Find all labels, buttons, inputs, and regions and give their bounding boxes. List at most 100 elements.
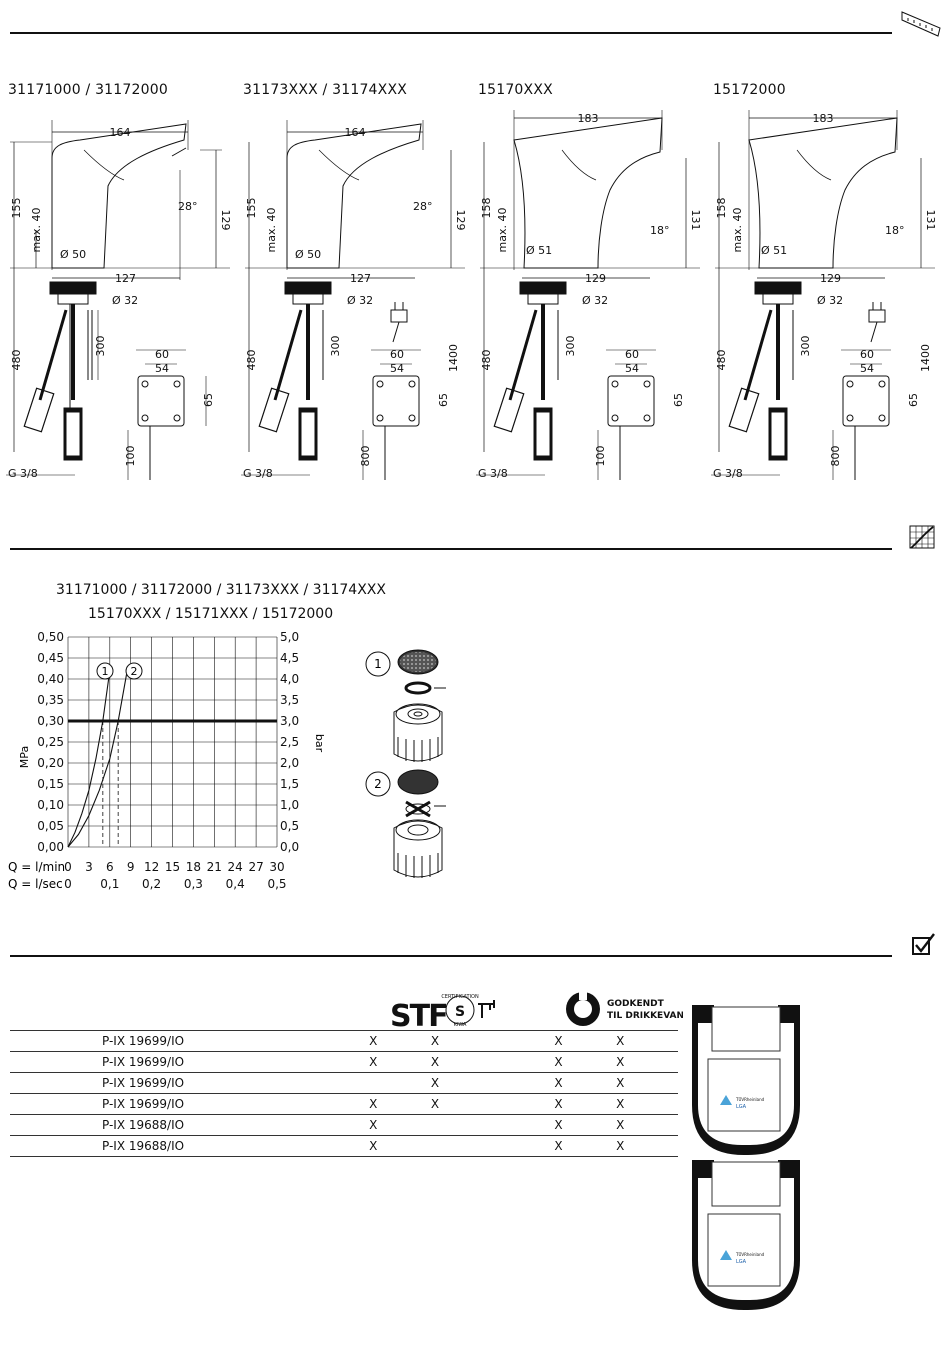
y-tick-left: 0,40	[37, 672, 64, 686]
flow-qmin-label: Q = l/min	[8, 860, 65, 874]
stf-logo: STF	[390, 999, 447, 1032]
approval-mark: X	[430, 1051, 493, 1073]
dim-box-w2: 54	[625, 362, 639, 375]
approval-code: P-IX 19699/IO	[10, 1051, 370, 1073]
y-tick-right: 3,5	[280, 693, 299, 707]
dim-cable: 100	[594, 446, 607, 467]
dim-cable: 100	[124, 446, 137, 467]
dim-pipe: Ø 32	[112, 294, 138, 307]
flow-qsec-label: Q = l/sec	[8, 877, 63, 891]
approval-logos: STF CERTIFICATION S KIWA	[390, 994, 495, 1032]
godkendt-line2: TIL DRIKKEVAND	[607, 1011, 683, 1021]
dim-thread: G 3/8	[478, 467, 508, 480]
approval-mark: X	[616, 1030, 678, 1052]
approval-mark: X	[554, 1135, 617, 1157]
approval-mark: X	[430, 1093, 493, 1115]
svg-text:S: S	[455, 1004, 465, 1020]
dim-right: 129	[219, 210, 232, 231]
y-tick-left: 0,15	[37, 777, 64, 791]
dim-width: 183	[578, 112, 599, 125]
y-tick-left: 0,20	[37, 756, 64, 770]
dim-angle: 18°	[650, 224, 670, 237]
dim-thread: G 3/8	[713, 467, 743, 480]
x-tick: 9	[127, 860, 135, 874]
dim-hose: 480	[715, 350, 728, 371]
aerator-2-marker	[365, 771, 391, 797]
dim-dia: Ø 51	[526, 244, 552, 257]
dim-right: 131	[924, 210, 937, 231]
dim-cable: 800	[359, 446, 372, 467]
drawing-15172000: 183 158 max. 40 Ø 51 129 131 18° 480 300…	[711, 110, 937, 480]
dim-maxh: max. 40	[731, 208, 744, 253]
x-tick-sec: 0,2	[142, 877, 161, 891]
x-tick: 12	[144, 860, 159, 874]
x-tick: 27	[248, 860, 263, 874]
approval-mark: X	[369, 1093, 431, 1115]
dim-reach: 127	[115, 272, 136, 285]
dim-box-w1: 60	[390, 348, 404, 361]
dim-cable: 800	[829, 446, 842, 467]
dim-box-h: 65	[437, 393, 450, 407]
curve-marker-1	[96, 662, 114, 680]
ruler-icon	[901, 11, 941, 37]
curve-marker-2	[125, 662, 143, 680]
dim-plug: 1400	[919, 344, 932, 372]
y-tick-left: 0,25	[37, 735, 64, 749]
dim-box-h: 65	[202, 393, 215, 407]
dim-thread: G 3/8	[8, 467, 38, 480]
approval-mark: X	[369, 1051, 431, 1073]
approval-empty	[492, 1135, 555, 1157]
dim-hose: 480	[10, 350, 23, 371]
x-tick: 0	[64, 860, 72, 874]
flow-ylabel-right: bar	[313, 734, 326, 753]
approval-mark: X	[554, 1051, 617, 1073]
dim-dia: Ø 50	[295, 248, 321, 261]
cert-text: CERTIFICATION	[441, 994, 479, 1000]
dim-box-h: 65	[907, 393, 920, 407]
x-tick-sec: 0	[64, 877, 72, 891]
godkendt-line1: GODKENDT	[607, 999, 665, 1009]
dim-reach: 129	[820, 272, 841, 285]
dim-angle: 28°	[178, 200, 198, 213]
dim-maxh: max. 40	[265, 208, 278, 253]
dim-box-w2: 54	[155, 362, 169, 375]
approval-mark: X	[554, 1114, 617, 1136]
drawing-15170xxx: 183 158 max. 40 Ø 51 129 131 18° 480 300…	[476, 110, 702, 480]
dim-hose: 480	[245, 350, 258, 371]
approval-mark: X	[369, 1114, 431, 1136]
y-tick-right: 2,5	[280, 735, 299, 749]
y-tick-right: 0,5	[280, 819, 299, 833]
dim-height: 158	[715, 198, 728, 219]
dim-right: 129	[454, 210, 467, 231]
flow-chart-icon	[909, 525, 935, 549]
model-title-a: 31171000 / 31172000	[8, 82, 168, 98]
approval-check-icon	[912, 933, 935, 955]
approval-mark: X	[616, 1051, 678, 1073]
dim-box-w2: 54	[390, 362, 404, 375]
x-tick: 3	[85, 860, 93, 874]
dim-dia: Ø 50	[60, 248, 86, 261]
label-lga-1: LGA	[736, 1104, 747, 1110]
approval-mark: X	[616, 1072, 678, 1094]
dim-height: 158	[480, 198, 493, 219]
flow-models-line2: 15170XXX / 15171XXX / 15172000	[88, 606, 334, 622]
approval-code: P-IX 19688/IO	[10, 1114, 370, 1136]
approval-mark: X	[616, 1135, 678, 1157]
approval-mark	[430, 1114, 493, 1136]
dim-box-w2: 54	[860, 362, 874, 375]
y-tick-right: 5,0	[280, 630, 299, 644]
y-tick-left: 0,30	[37, 714, 64, 728]
dim-height: 155	[10, 198, 23, 219]
aerator-1-marker	[365, 651, 391, 677]
x-tick: 18	[186, 860, 201, 874]
x-tick: 21	[207, 860, 222, 874]
dim-tube: 300	[564, 336, 577, 357]
dim-tube: 300	[94, 336, 107, 357]
x-tick-sec: 0,3	[184, 877, 203, 891]
x-tick: 15	[165, 860, 180, 874]
dim-hose: 480	[480, 350, 493, 371]
